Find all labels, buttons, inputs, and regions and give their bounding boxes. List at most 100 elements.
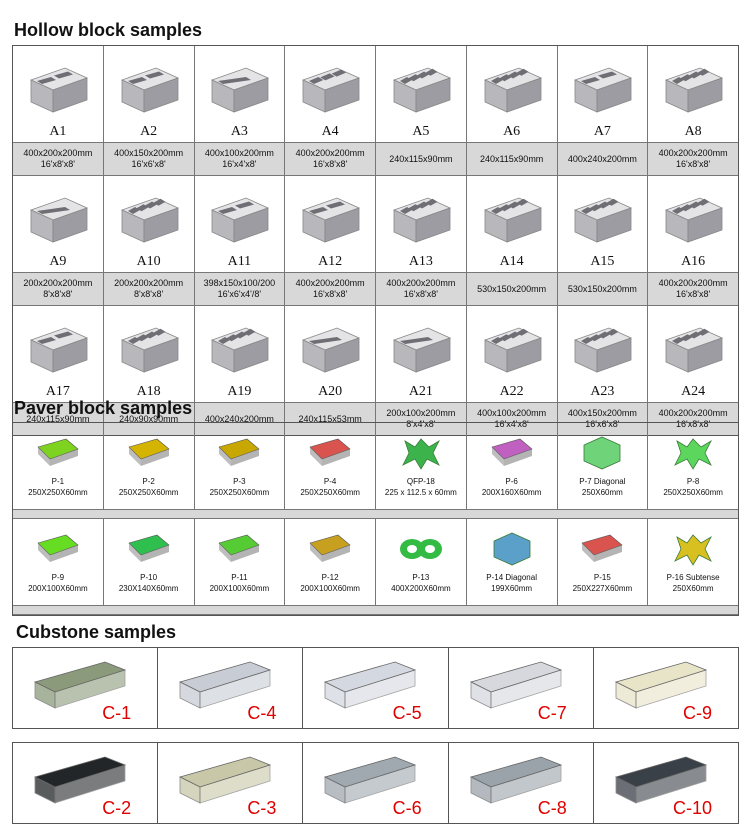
block-image [477, 60, 547, 123]
dimension-mm: 200x100x200mm [386, 408, 456, 418]
curbstone-cell: C-4 [157, 647, 304, 729]
curbstone-cell: C-5 [302, 647, 449, 729]
block-code: A14 [499, 254, 524, 269]
curbstone-cell: C-1 [12, 647, 159, 729]
block-image [114, 320, 184, 383]
curbstone-image [170, 654, 280, 719]
paver-image [123, 529, 175, 574]
block-code: A1 [49, 124, 67, 139]
paver-dimension: 250X250X60mm [209, 488, 270, 497]
block-code: A22 [499, 384, 524, 399]
dimension-mm: 400x150x200mm [114, 148, 184, 158]
hollow-block-cell: A3 [195, 46, 286, 142]
dimension-mm: 400x200x200mm [658, 278, 728, 288]
hollow-block-cell: A24 [648, 306, 738, 402]
dimension-imperial: 16'x4'x8' [494, 419, 529, 429]
paver-dimension: 250X60mm [672, 584, 714, 593]
dimension-imperial: 16'x8'x8' [676, 419, 711, 429]
paver-dimension: 200X100X60mm [300, 584, 360, 593]
paver-image [395, 433, 447, 478]
paver-image [667, 529, 719, 574]
curbstone-code: C-9 [683, 703, 713, 723]
paver-image [213, 433, 265, 478]
curbstone-code: C-2 [102, 798, 132, 818]
paver-dimension: 250X227X60mm [572, 584, 633, 593]
dimension-imperial: 16'x6'x8' [131, 159, 166, 169]
block-image [295, 60, 365, 123]
hollow-block-cell: A22 [467, 306, 558, 402]
dimension-mm: 400x200x200mm [23, 148, 93, 158]
block-image [114, 60, 184, 123]
dimension-imperial: 16'x8'x8' [403, 289, 438, 299]
hollow-block-cell: A20 [285, 306, 376, 402]
block-image [386, 60, 456, 123]
curbstone-section-title: Cubstone samples [16, 622, 177, 642]
paver-code: P-10 [140, 573, 158, 582]
curbstone-cell: C-3 [157, 742, 304, 824]
paver-code: P-2 [142, 477, 155, 486]
block-code: A4 [321, 124, 339, 139]
block-dimension-cell: 400x240x200mm [558, 143, 649, 175]
block-dimension-cell: 530x150x200mm [467, 273, 558, 305]
block-dimension-cell: 400x240x200mm [195, 403, 286, 435]
hollow-block-cell: A13 [376, 176, 467, 272]
curbstone-cell: C-10 [592, 742, 740, 824]
block-dimension-cell: 240x90x90mm [104, 403, 195, 435]
dimension-mm: 400x100x200mm [477, 408, 547, 418]
paver-code: P-4 [323, 477, 337, 486]
curbstone-cell: C-9 [592, 647, 740, 729]
dimension-imperial: 16'x4'x8' [222, 159, 257, 169]
paver-image [304, 433, 356, 478]
dimension-imperial: 16'x8'x8' [676, 289, 711, 299]
dimension-mm: 240x115x90mm [479, 153, 544, 164]
block-code: A15 [590, 254, 615, 269]
hollow-block-cell: A15 [558, 176, 649, 272]
block-image [295, 190, 365, 253]
dimension-mm: 240x115x90mm [389, 153, 453, 164]
paver-code: P-8 [686, 477, 700, 486]
curbstone-code: C-5 [392, 703, 422, 723]
paver-code: QFP-18 [406, 477, 435, 486]
curbstone-image [461, 654, 571, 719]
paver-code: P-14 Diagonal [486, 573, 537, 582]
block-code: A10 [136, 254, 161, 269]
block-image [567, 320, 637, 383]
paver-image [486, 433, 538, 478]
block-dimension-cell: 240x115x90mm [376, 143, 467, 175]
paver-dimension: 250X60mm [581, 488, 623, 497]
curbstone-image [606, 749, 716, 814]
block-code: A20 [318, 384, 343, 399]
block-image [386, 320, 456, 383]
hollow-block-cell: A14 [467, 176, 558, 272]
block-dimension-cell: 240x115x53mm [285, 403, 376, 435]
block-image [658, 60, 728, 123]
hollow-block-cell: A18 [104, 306, 195, 402]
hollow-block-cell: A11 [195, 176, 286, 272]
block-code: A16 [681, 254, 706, 269]
hollow-block-cell: A21 [376, 306, 467, 402]
curbstone-cell: C-8 [447, 742, 594, 824]
dimension-imperial: 8'x8'x8' [43, 289, 73, 299]
paver-code: P-11 [231, 573, 248, 582]
paver-row-divider [13, 605, 738, 615]
paver-dimension: 200X160X60mm [481, 488, 542, 497]
dimension-imperial: 8'x8'x8' [134, 289, 164, 299]
curbstone-image [25, 749, 135, 814]
dimension-mm: 400x100x200mm [204, 148, 274, 158]
dimension-mm: 200x200x200mm [114, 278, 184, 288]
hollow-block-cell: A8 [648, 46, 738, 142]
